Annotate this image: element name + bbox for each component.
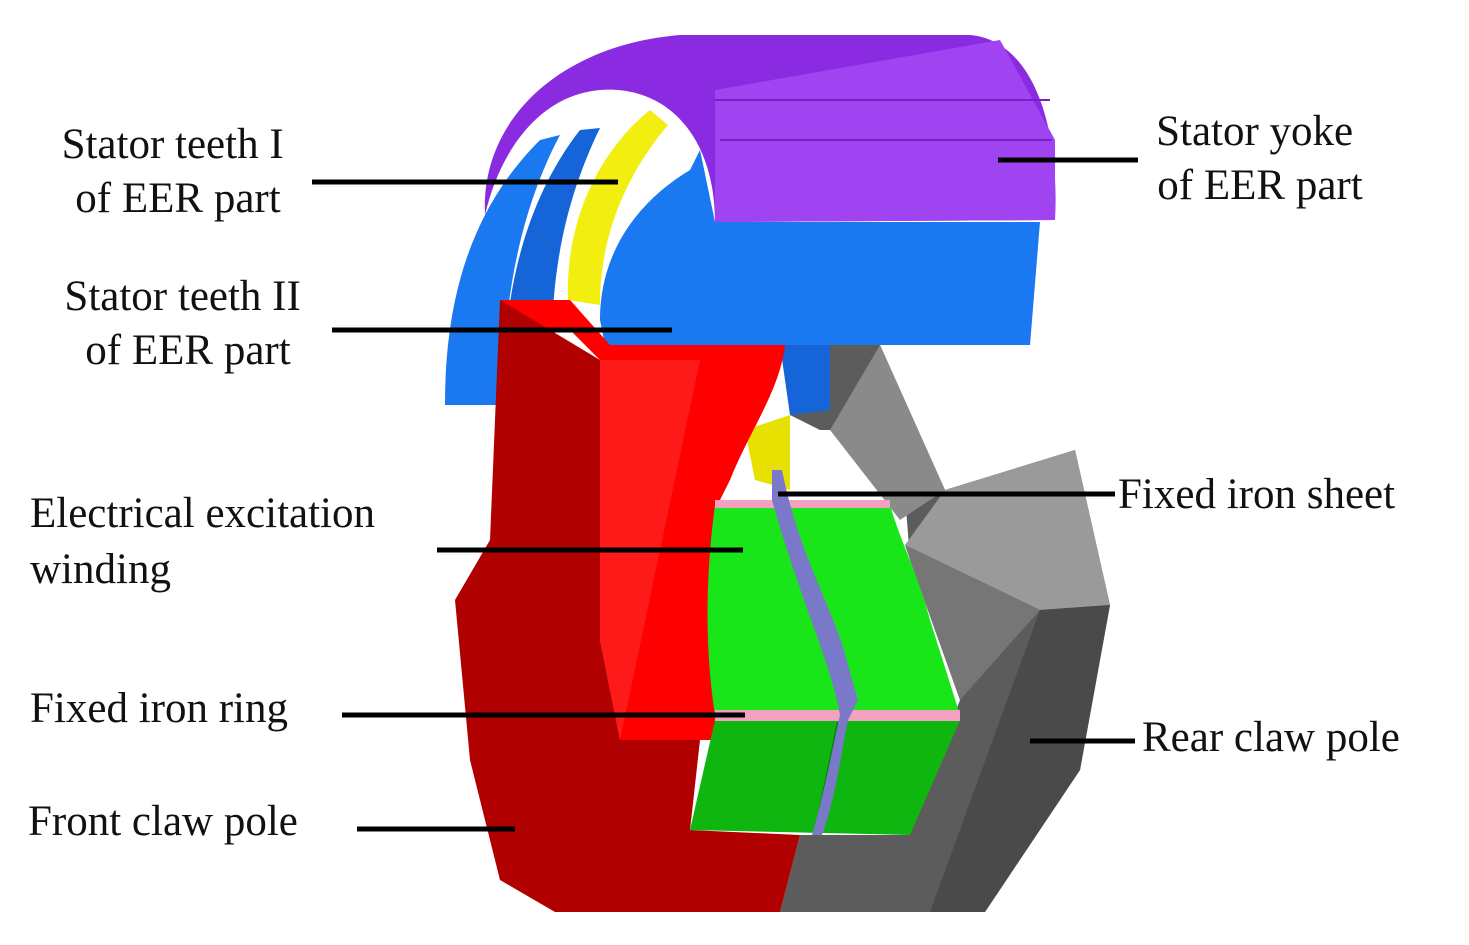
fixed-iron-ring-shape <box>715 710 960 721</box>
fixed-iron-ring-top-shape <box>715 500 890 508</box>
label-excitation-winding-line2: winding <box>30 546 171 593</box>
label-stator-teeth-1-line2: of EER part <box>75 175 280 222</box>
rear-claw-pole-shape <box>780 345 1110 912</box>
label-stator-yoke: Stator yoke of EER part <box>1156 108 1364 209</box>
label-excitation-winding: Electrical excitation winding <box>30 490 386 593</box>
label-stator-yoke-line1: Stator yoke <box>1156 108 1353 155</box>
label-stator-yoke-line2: of EER part <box>1157 162 1362 209</box>
label-stator-teeth-2-line1: Stator teeth II <box>64 273 300 320</box>
label-excitation-winding-line1: Electrical excitation <box>30 490 375 537</box>
label-stator-teeth-2: Stator teeth II of EER part <box>64 273 311 374</box>
label-front-claw-pole: Front claw pole <box>28 798 298 845</box>
label-fixed-iron-ring: Fixed iron ring <box>30 685 288 732</box>
excitation-winding-shape <box>690 505 960 835</box>
label-fixed-iron-sheet: Fixed iron sheet <box>1118 471 1395 518</box>
stator-yoke-shape <box>484 35 1056 222</box>
fixed-iron-sheet-shape <box>772 470 858 835</box>
label-rear-claw-pole: Rear claw pole <box>1142 714 1400 761</box>
label-stator-teeth-2-line2: of EER part <box>85 327 290 374</box>
label-stator-teeth-1: Stator teeth I of EER part <box>62 121 295 222</box>
label-stator-teeth-1-line1: Stator teeth I <box>62 121 284 168</box>
